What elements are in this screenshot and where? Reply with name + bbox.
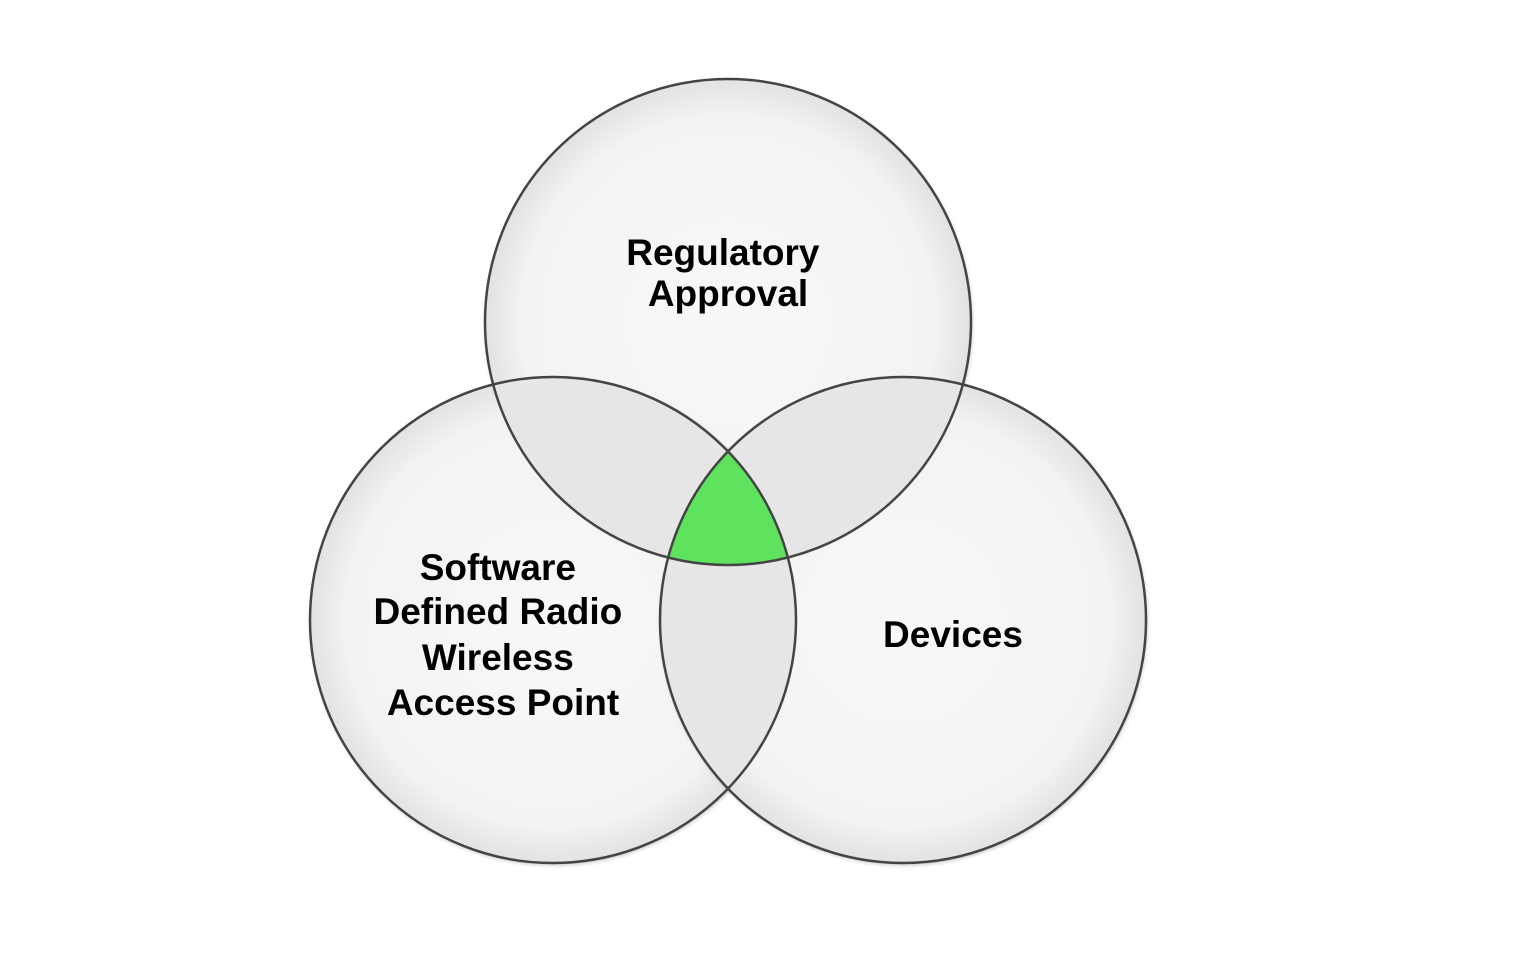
overlap-top-left bbox=[485, 377, 796, 565]
label-devices: Devices bbox=[883, 614, 1023, 655]
overlap-top-right bbox=[660, 377, 971, 565]
outline-left bbox=[308, 375, 798, 865]
label-regulatory-approval: Regulatory Approval bbox=[626, 232, 830, 314]
outline-top bbox=[483, 77, 973, 567]
label-software-defined-radio: Software Defined Radio Wireless Access P… bbox=[373, 547, 632, 723]
outline-right bbox=[658, 375, 1148, 865]
